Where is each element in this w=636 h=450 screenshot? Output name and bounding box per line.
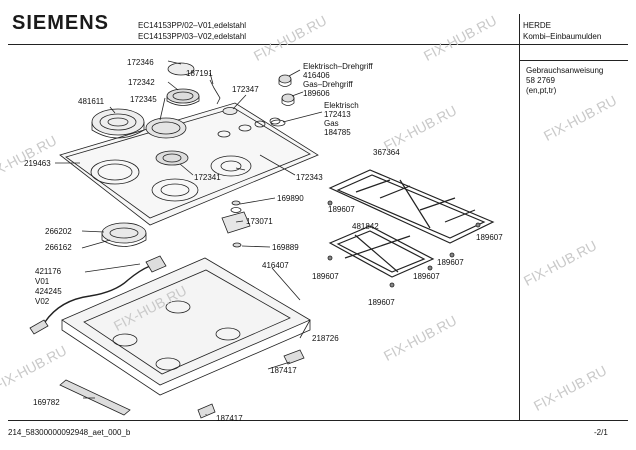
part-label-gas: Gas [324, 119, 339, 128]
category-block: HERDE Kombi–Einbaumulden [523, 20, 601, 42]
pan-support-large [328, 169, 495, 244]
valve-washer [231, 200, 241, 206]
burner-mesh [145, 117, 187, 139]
part-label-elektrisch: Elektrisch [324, 101, 359, 110]
model-line-1: EC14153PP/02–V01,edelstahl [138, 21, 247, 30]
part-label-187417-a[interactable]: 187417 [270, 366, 297, 375]
part-label-189607-e[interactable]: 189607 [413, 272, 440, 281]
part-label-172343[interactable]: 172343 [296, 173, 323, 182]
part-label-169782[interactable]: 169782 [33, 398, 60, 407]
mounting-clip-2 [197, 403, 216, 419]
part-label-189607-c[interactable]: 189607 [437, 258, 464, 267]
part-label-172346[interactable]: 172346 [127, 58, 154, 67]
manual-number: 58 2769 [526, 76, 555, 85]
part-label-187417-b[interactable]: 187417 [216, 414, 243, 423]
part-label-v01: V01 [35, 277, 50, 286]
part-label-416407[interactable]: 416407 [262, 261, 289, 270]
sealing-strip [59, 379, 131, 416]
part-label-481611[interactable]: 481611 [78, 97, 105, 106]
electric-hotplate [91, 108, 145, 139]
part-label-189607-a[interactable]: 189607 [328, 205, 355, 214]
part-label-172341[interactable]: 172341 [194, 173, 221, 182]
knob-seal [270, 119, 286, 127]
electric-knob [278, 74, 292, 87]
gas-knob [281, 93, 295, 106]
part-label-184785[interactable]: 184785 [324, 128, 351, 137]
part-label-218726[interactable]: 218726 [312, 334, 339, 343]
part-label-189607-b[interactable]: 189607 [476, 233, 503, 242]
manual-languages: (en,pt,tr) [526, 86, 557, 95]
part-label-v02: V02 [35, 297, 50, 306]
part-label-424245[interactable]: 424245 [35, 287, 62, 296]
part-label-169889[interactable]: 169889 [272, 243, 299, 252]
part-label-266162[interactable]: 266162 [45, 243, 72, 252]
pan-support-small [328, 225, 435, 278]
manual-title: Gebrauchsanweisung [526, 66, 604, 75]
part-label-219463[interactable]: 219463 [24, 159, 51, 168]
burner-cap-small [222, 107, 238, 115]
page-number: -2/1 [594, 428, 608, 437]
cable-plug [29, 319, 49, 335]
header-divider [8, 44, 628, 45]
category-line-2: Kombi–Einbaumulden [523, 32, 602, 41]
valve-washer-2 [232, 242, 242, 248]
electric-hotplate-front [90, 159, 140, 185]
part-label-367364[interactable]: 367364 [373, 148, 400, 157]
gas-valve [221, 207, 251, 234]
part-label-elektrisch-drehgriff: Elektrisch–Drehgriff [303, 62, 373, 71]
part-label-173071[interactable]: 173071 [246, 217, 273, 226]
part-label-481842[interactable]: 481842 [352, 222, 379, 231]
manual-block: Gebrauchsanweisung 58 2769 (en,pt,tr) [526, 66, 603, 96]
part-label-189606[interactable]: 189606 [303, 89, 330, 98]
part-label-172345[interactable]: 172345 [130, 95, 157, 104]
ignition-module [145, 255, 167, 273]
part-label-172342[interactable]: 172342 [128, 78, 155, 87]
burner-medium [155, 150, 189, 166]
part-label-187191[interactable]: 187191 [186, 69, 213, 78]
burner-cap-large [167, 62, 195, 76]
ignition-ring [101, 222, 147, 247]
part-label-421176[interactable]: 421176 [35, 267, 62, 276]
mounting-clip [283, 349, 305, 365]
part-label-172413[interactable]: 172413 [324, 110, 351, 119]
part-label-169890[interactable]: 169890 [277, 194, 304, 203]
side-header-divider [519, 60, 628, 61]
part-label-172347[interactable]: 172347 [232, 85, 259, 94]
part-label-189607-d[interactable]: 189607 [312, 272, 339, 281]
category-line-1: HERDE [523, 21, 552, 30]
thermocouple-wire [209, 79, 221, 105]
part-label-189607-f[interactable]: 189607 [368, 298, 395, 307]
side-divider [519, 14, 520, 420]
model-list: EC14153PP/02–V01,edelstahl EC14153PP/03–… [138, 20, 246, 42]
burner-large [166, 88, 200, 106]
part-label-416406[interactable]: 416406 [303, 71, 330, 80]
footer-divider [8, 420, 628, 421]
part-label-gas-drehgriff: Gas–Drehgriff [303, 80, 353, 89]
model-line-2: EC14153PP/03–V02,edelstahl [138, 32, 247, 41]
document-id: 214_58300000092948_aet_000_b [8, 428, 131, 437]
power-cable [44, 265, 151, 323]
part-label-266202[interactable]: 266202 [45, 227, 72, 236]
brand-logo: SIEMENS [12, 12, 110, 34]
